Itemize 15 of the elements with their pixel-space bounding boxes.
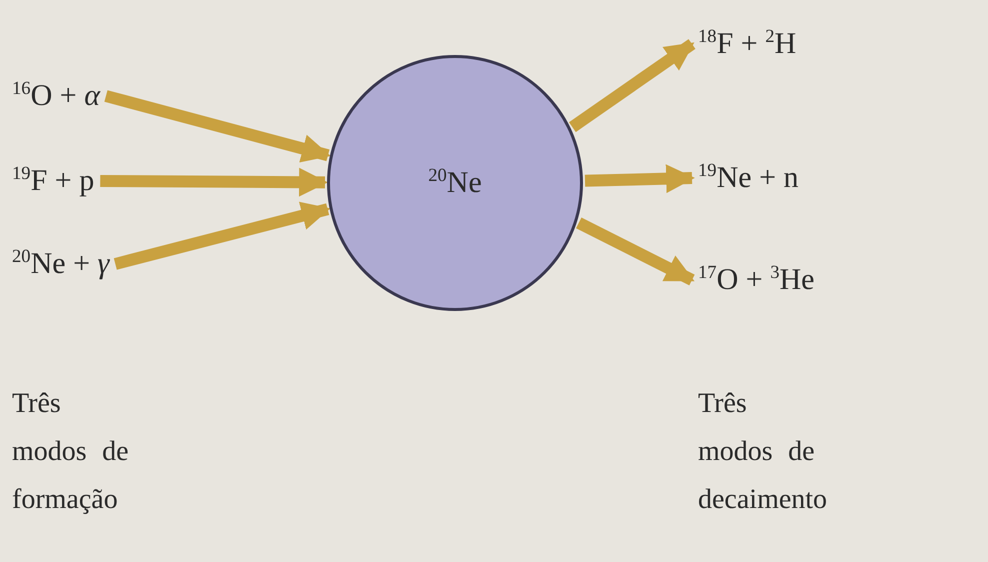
reaction-label: $^{16}$O + α — [12, 78, 100, 114]
reaction-label: $^{17}$O + $^{3}$He — [698, 262, 814, 298]
caption-note: Três modos de formação — [12, 387, 130, 517]
arrow — [114, 202, 330, 270]
arrow — [568, 39, 696, 132]
arrow — [100, 168, 328, 197]
reaction-label: $^{19}$Ne + n — [698, 160, 798, 196]
arrow — [576, 218, 695, 286]
arrow — [104, 90, 331, 163]
nucleus-label: $^{20}$Ne — [428, 166, 482, 200]
caption-note: Três modos de decaimento — [698, 387, 828, 517]
arrow — [584, 164, 695, 194]
reaction-label: $^{19}$F + p — [12, 163, 94, 199]
reaction-label: $^{20}$Ne + γ — [12, 246, 110, 282]
reaction-label: $^{18}$F + $^{2}$H — [698, 26, 796, 62]
